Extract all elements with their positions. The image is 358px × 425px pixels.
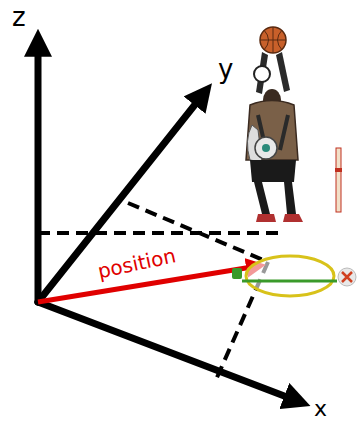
axis-label: y xyxy=(216,56,235,82)
selection-ellipse xyxy=(246,256,334,296)
ruler-line xyxy=(242,280,337,283)
basketball-player xyxy=(246,27,303,222)
position-vector xyxy=(38,266,258,302)
close-icon xyxy=(338,268,356,286)
close-cross xyxy=(342,272,352,282)
axis-label: x xyxy=(312,398,329,420)
projection-lines xyxy=(38,203,278,382)
green-handle xyxy=(232,268,242,279)
axes xyxy=(38,40,300,402)
axis-label: z xyxy=(10,4,28,30)
slider-bar xyxy=(335,148,342,212)
vector-label: position xyxy=(94,245,180,282)
